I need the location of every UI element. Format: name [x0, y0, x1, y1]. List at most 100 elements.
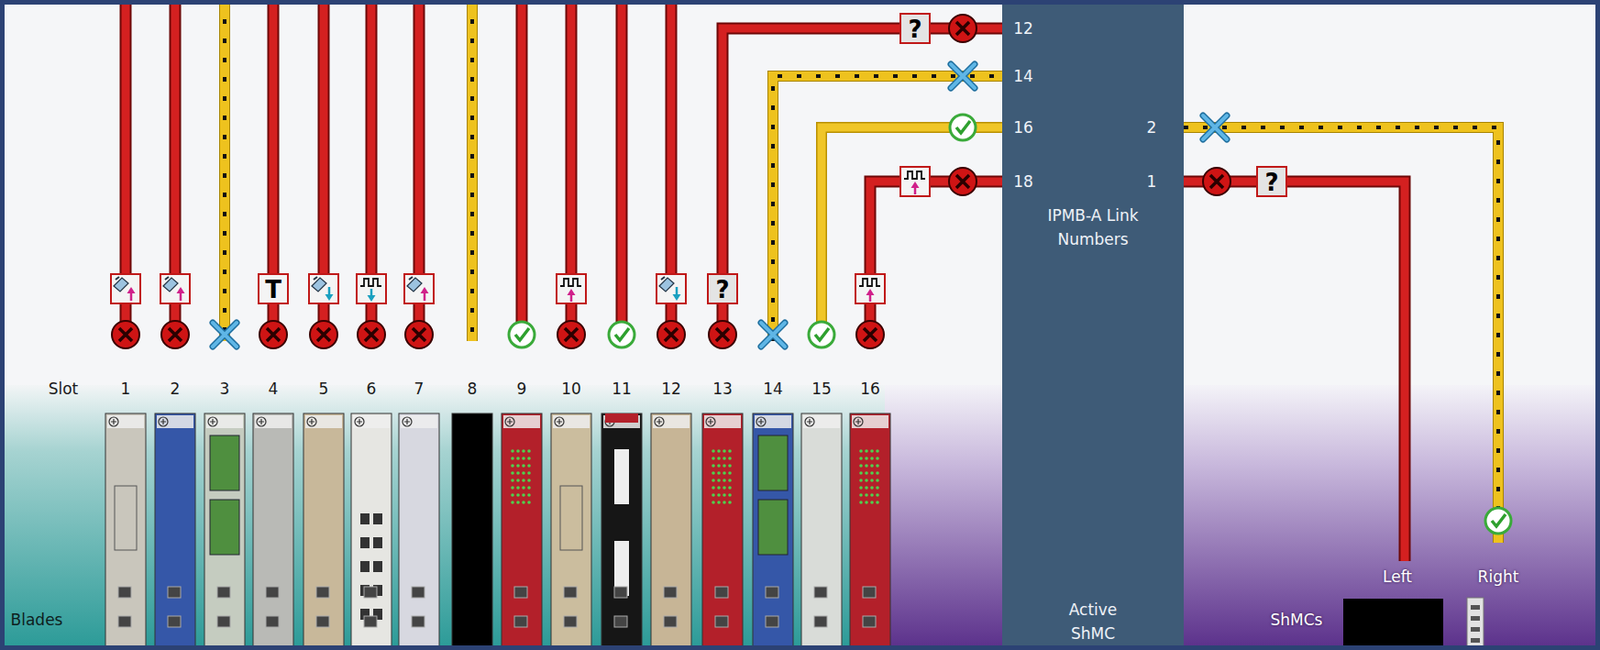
ipmb-wire — [722, 28, 1003, 342]
blade-card — [711, 493, 716, 497]
blade-card — [411, 586, 425, 598]
blade-card — [864, 500, 869, 505]
state-icon — [656, 274, 686, 304]
blade-card — [510, 485, 515, 490]
state-icon — [163, 277, 178, 292]
blade-card — [864, 456, 869, 461]
blade-card — [765, 586, 779, 598]
blade-card — [206, 415, 243, 429]
blade-card — [717, 463, 721, 468]
blade-card — [849, 413, 891, 650]
fault-mark — [948, 14, 977, 43]
blade-card — [402, 417, 412, 427]
ipmb-wire — [1183, 127, 1499, 543]
blade-card — [752, 413, 794, 650]
blade-card — [806, 419, 813, 425]
blade-card — [859, 463, 863, 468]
state-icon — [404, 274, 434, 304]
state-icon — [866, 288, 875, 296]
blade-card — [354, 417, 365, 427]
ok-mark — [608, 321, 635, 348]
state-icon — [311, 277, 327, 292]
blade-card — [717, 485, 721, 490]
blade-card — [711, 478, 716, 483]
blade-card — [728, 449, 732, 453]
blade-card — [711, 456, 716, 461]
blade-card — [510, 478, 515, 483]
absent-mark — [1202, 115, 1227, 140]
blade-card — [156, 415, 194, 429]
state-icon — [127, 286, 136, 294]
ipmb-wire — [470, 0, 475, 342]
fault-mark — [161, 320, 189, 349]
slot-number: 4 — [268, 381, 279, 398]
blade-card — [360, 537, 370, 549]
link-number: 16 — [1013, 120, 1034, 136]
blade-card — [801, 413, 842, 650]
state-icon — [165, 276, 169, 280]
fault-mark — [405, 320, 433, 349]
state-icon — [308, 274, 339, 304]
ipmb-wire — [219, 0, 231, 342]
blade-card — [706, 417, 716, 427]
blade-card — [801, 413, 842, 650]
blade-card — [105, 413, 146, 650]
blade-card — [118, 586, 132, 598]
blade-card — [501, 413, 542, 650]
blade-card — [516, 493, 520, 497]
blade-card — [351, 413, 392, 650]
state-icon — [673, 294, 682, 301]
ipmb-wire — [466, 0, 478, 342]
fault-mark — [161, 320, 189, 349]
ipmb-wire — [371, 0, 373, 342]
blade-card — [521, 493, 526, 497]
blade-card — [158, 417, 168, 427]
fault-mark — [557, 320, 585, 349]
blade-card — [765, 616, 779, 628]
blade-card — [864, 493, 869, 497]
fault-mark — [119, 328, 133, 342]
fault-mark — [266, 328, 280, 342]
state-icon — [367, 295, 376, 302]
slot-number: 1 — [121, 381, 132, 398]
blade-card — [859, 471, 863, 475]
fault-mark — [317, 328, 331, 342]
absent-mark — [950, 64, 975, 89]
ipmb-wire — [472, 0, 474, 342]
slot-number: 13 — [712, 381, 733, 398]
blade-card — [728, 500, 732, 505]
ipmb-wire — [772, 76, 1003, 342]
state-icon — [408, 276, 413, 280]
absent-mark — [212, 322, 237, 347]
blade-card — [758, 419, 764, 425]
blade-card — [118, 616, 132, 628]
blade-card — [605, 413, 639, 423]
blade-card — [859, 493, 863, 497]
blade-card — [704, 415, 741, 429]
ok-mark — [1491, 514, 1506, 527]
ok-mark — [615, 328, 629, 341]
state-icon — [859, 278, 881, 287]
ipmb-wire — [1183, 181, 1405, 562]
blade-card — [516, 463, 520, 468]
blade-card — [722, 493, 727, 497]
ipmb-wire — [821, 127, 1003, 342]
blade-card — [601, 413, 642, 650]
blade-card — [514, 586, 528, 598]
state-icon — [900, 166, 930, 197]
fault-mark — [716, 328, 729, 342]
ipmb-wire — [772, 76, 1003, 342]
blade-card — [652, 415, 690, 429]
blade-card — [209, 419, 216, 425]
blade-card — [663, 616, 677, 628]
fault-mark — [657, 320, 685, 349]
fault-mark — [664, 328, 678, 342]
ipmb-wire — [1183, 127, 1499, 543]
blade-card — [717, 471, 721, 475]
fault-mark — [364, 328, 378, 342]
ipmb-wire — [821, 127, 1003, 342]
blade-card — [373, 537, 383, 549]
blade-card — [305, 415, 343, 429]
blade-card — [452, 413, 493, 650]
blade-card — [107, 415, 144, 429]
